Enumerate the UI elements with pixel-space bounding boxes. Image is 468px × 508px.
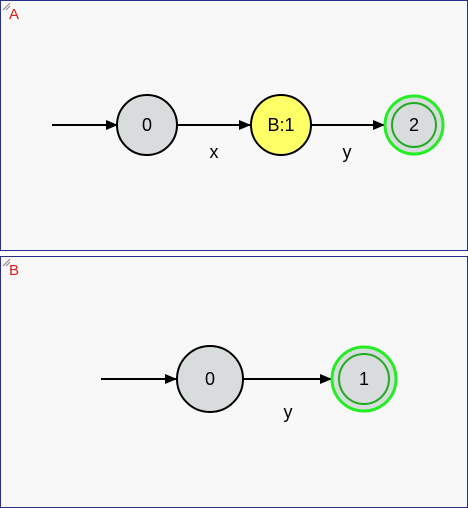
state-node-1-accepting[interactable]: 1 [330, 345, 398, 413]
diagram-panel-b: B y 0 1 [0, 256, 468, 508]
resize-grip-icon[interactable] [1, 257, 11, 267]
transition-label-y: y [284, 402, 293, 422]
panel-a-canvas: x y 0 B:1 2 [52, 94, 445, 162]
state-node-2-accepting[interactable]: 2 [383, 94, 445, 156]
resize-grip-icon[interactable] [1, 1, 11, 11]
state-label-0: 0 [142, 115, 152, 135]
transition-label-x: x [210, 142, 219, 162]
state-label-0: 0 [205, 369, 215, 389]
panel-b-canvas: y 0 1 [101, 345, 398, 422]
state-node-0[interactable]: 0 [176, 345, 244, 413]
state-label-1: 1 [359, 369, 369, 389]
panel-a-label: A [9, 6, 20, 23]
state-label-2: 2 [409, 115, 419, 135]
state-node-0[interactable]: 0 [116, 94, 178, 156]
state-node-b1[interactable]: B:1 [250, 94, 312, 156]
panel-b-label: B [9, 262, 20, 279]
transition-label-y: y [343, 142, 352, 162]
state-label-b1: B:1 [267, 115, 294, 135]
diagram-panel-a: A x y 0 B:1 2 [0, 0, 468, 251]
